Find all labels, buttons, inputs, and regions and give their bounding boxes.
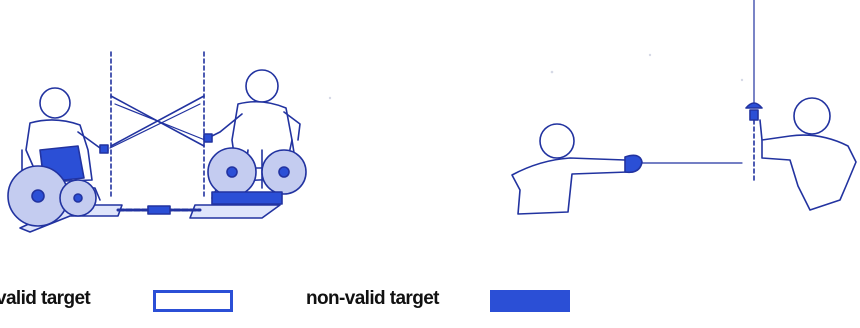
- left-fencer-blade: [110, 104, 200, 148]
- defender-arm: [760, 120, 762, 140]
- defender-grip: [750, 110, 758, 120]
- defender-guard: [746, 103, 762, 108]
- valid-target-label: valid target: [0, 288, 90, 310]
- non-valid-target-swatch: [490, 290, 570, 312]
- defender-head: [794, 98, 830, 134]
- faint-specks: [329, 54, 743, 99]
- arm-extension-illustration: [512, 0, 856, 214]
- non-valid-target-label: non-valid target: [306, 288, 439, 310]
- right-fencer-blade: [115, 104, 205, 140]
- right-wheelchair-base: [212, 192, 282, 204]
- attacker-head: [540, 124, 574, 158]
- right-fencer-hand: [204, 134, 212, 142]
- defender-body: [762, 135, 856, 210]
- left-fencer-head: [40, 88, 70, 118]
- attacker-body: [512, 158, 628, 214]
- left-wheel-large-hub: [32, 190, 44, 202]
- right-wheel-large-hub: [227, 167, 237, 177]
- attacker-glove: [625, 155, 642, 172]
- left-wheel-small-hub: [74, 194, 82, 202]
- right-fencer-head: [246, 70, 278, 102]
- left-fencer-hand: [100, 145, 108, 153]
- fencing-frame-right: [190, 205, 280, 218]
- right-wheel-rear-hub: [279, 167, 289, 177]
- wheelchair-bout-illustration: [8, 52, 306, 232]
- valid-target-swatch: [153, 290, 233, 312]
- frame-clamp: [148, 206, 170, 214]
